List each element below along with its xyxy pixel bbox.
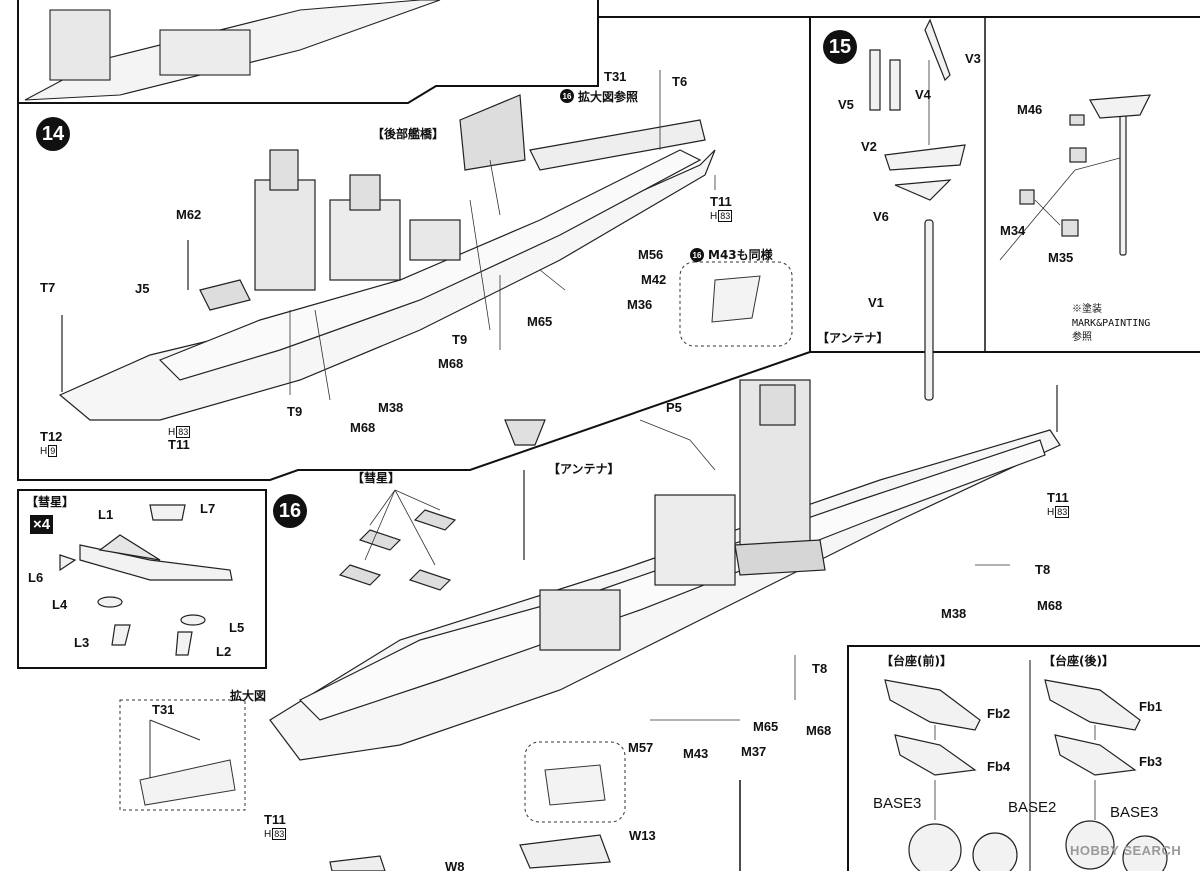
part-M62: M62 (176, 207, 202, 222)
part-M37: M37 (741, 744, 767, 759)
zoom-detail-step16-m43 (524, 741, 626, 823)
antenna-mast-step15 (869, 18, 1152, 401)
part-Fb4: Fb4 (987, 759, 1011, 774)
previous-step-ship (24, 0, 441, 101)
base-rear-title: 【台座(後)】 (1043, 654, 1114, 668)
part-T11-c-text: T11 (1047, 490, 1069, 505)
suisei-multiplier-badge: ×4 (30, 515, 54, 534)
part-M68-c: M68 (1037, 598, 1063, 613)
suisei-aircraft-drawing (59, 504, 233, 656)
part-T31-b: T31 (152, 702, 175, 717)
zoom-detail-m43-step14 (679, 261, 793, 347)
part-T7: T7 (40, 280, 56, 295)
part-V6: V6 (873, 209, 889, 224)
part-L2: L2 (216, 644, 232, 659)
suisei-label-step16: 【彗星】 (352, 471, 401, 485)
painting-note-line3: 参照 (1072, 332, 1092, 343)
part-M68-d: M68 (806, 723, 832, 738)
aft-bridge-label: 【後部艦橋】 (372, 127, 445, 141)
part-T6: T6 (672, 74, 688, 89)
part-M65: M65 (527, 314, 553, 329)
part-V2: V2 (861, 139, 877, 154)
zoom-label: 拡大図 (230, 689, 267, 703)
part-T12-text: T12 (40, 429, 63, 444)
part-M43: M43 (683, 746, 709, 761)
base-parts-drawing (884, 679, 1168, 871)
part-W13: W13 (629, 828, 656, 843)
part-T9-b: T9 (287, 404, 303, 419)
walkway-parts (329, 834, 611, 871)
part-M65-b: M65 (753, 719, 779, 734)
part-M42: M42 (641, 272, 667, 287)
part-L5: L5 (229, 620, 245, 635)
part-M68-b: M68 (350, 420, 376, 435)
step-16-marker: 16 (273, 494, 307, 528)
suisei-box-title: 【彗星】 (26, 495, 75, 509)
antenna-label-step16: 【アンテナ】 (548, 462, 620, 476)
battleship-step16-drawing (269, 379, 1061, 761)
ref-zoom-note: 拡大図参照 (578, 90, 639, 104)
part-M36: M36 (627, 297, 653, 312)
step14-leader-lines (289, 70, 716, 401)
part-J5: J5 (135, 281, 150, 296)
part-V5: V5 (838, 97, 854, 112)
part-Fb2: Fb2 (987, 706, 1011, 721)
painting-note-line1: ※塗装 (1072, 304, 1102, 315)
battleship-step14-drawing (58, 94, 716, 421)
ref-step-16-icon: 16 (560, 89, 574, 103)
m43-same-note: M43も同様 (708, 248, 773, 262)
zoom-detail-t31 (119, 699, 246, 811)
part-BASE2: BASE2 (1008, 799, 1057, 816)
part-L1: L1 (98, 507, 114, 522)
step-14-marker: 14 (36, 117, 70, 151)
part-M56: M56 (638, 247, 664, 262)
part-L4: L4 (52, 597, 68, 612)
watermark: HOBBY SEARCH (1070, 843, 1182, 858)
painting-note: ※塗装 MARK&PAINTING 参照 (1072, 303, 1150, 345)
m43-step-16-icon: 16 (690, 248, 704, 262)
part-M34: M34 (1000, 223, 1026, 238)
part-L7: L7 (200, 501, 216, 516)
part-M68-a: M68 (438, 356, 464, 371)
part-T9-a: T9 (452, 332, 468, 347)
part-BASE3-b: BASE3 (1110, 804, 1159, 821)
part-T31: T31 (604, 69, 627, 84)
part-BASE3-a: BASE3 (873, 795, 922, 812)
part-T11-d-text: T11 (264, 812, 286, 827)
part-M57: M57 (628, 740, 654, 755)
part-V1: V1 (868, 295, 884, 310)
part-M38-a: M38 (378, 400, 404, 415)
part-Fb3: Fb3 (1139, 754, 1163, 769)
part-P5: P5 (666, 400, 682, 415)
painting-note-line2: MARK&PAINTING (1072, 318, 1151, 329)
part-V3: V3 (965, 51, 981, 66)
part-L6: L6 (28, 570, 44, 585)
part-W8: W8 (445, 859, 465, 874)
part-T8-a: T8 (1035, 562, 1051, 577)
part-V4: V4 (915, 87, 931, 102)
base-front-title: 【台座(前)】 (881, 654, 952, 668)
part-T11-b-text: T11 (168, 437, 190, 452)
part-L3: L3 (74, 635, 90, 650)
part-M46: M46 (1017, 102, 1043, 117)
part-T11-a-text: T11 (710, 194, 732, 209)
antenna-label-step15: 【アンテナ】 (817, 331, 889, 345)
part-M35: M35 (1048, 250, 1074, 265)
part-Fb1: Fb1 (1139, 699, 1163, 714)
part-M38-b: M38 (941, 606, 967, 621)
step-15-marker: 15 (823, 30, 857, 64)
part-T8-b: T8 (812, 661, 828, 676)
